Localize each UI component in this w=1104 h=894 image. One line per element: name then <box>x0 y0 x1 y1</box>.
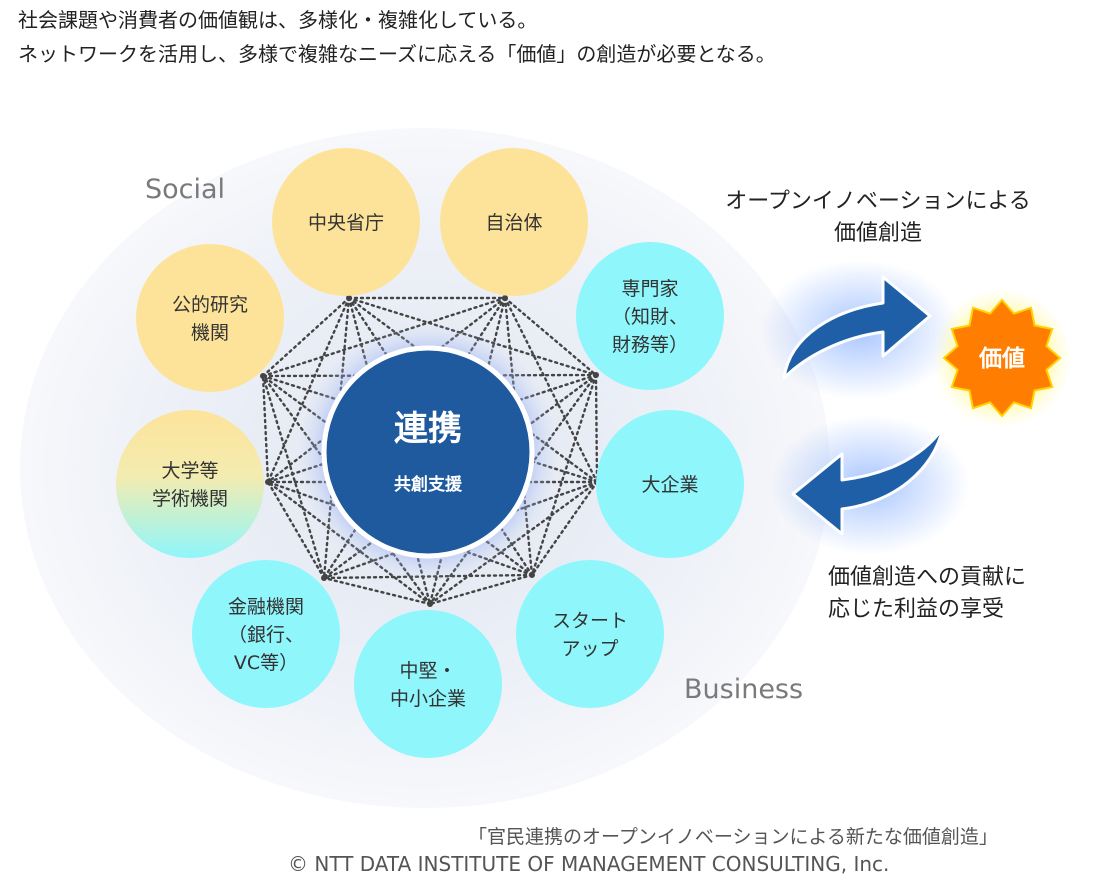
stakeholder-node-label: 学術機関 <box>152 488 228 510</box>
stakeholder-node-label: 公的研究 <box>172 294 248 316</box>
headline-line1: 社会課題や消費者の価値観は、多様化・複雑化している。 <box>18 8 538 32</box>
network-link <box>530 480 599 577</box>
stakeholder-node-circle <box>440 148 588 296</box>
network-vertex <box>346 295 352 301</box>
stakeholder-node-label: 中央省庁 <box>308 212 384 234</box>
top-arrow-label-line2: 価値創造 <box>834 221 922 246</box>
value-badge-star-icon <box>942 298 1062 418</box>
stakeholder-node-label: スタート <box>552 610 628 632</box>
network-link <box>594 373 599 484</box>
network-vertex <box>260 373 266 379</box>
stakeholder-nodes: 中央省庁自治体専門家（知財、財務等）大企業スタートアップ中堅・中小企業金融機関（… <box>116 148 744 758</box>
network-vertex <box>593 372 599 378</box>
stakeholder-node-circle <box>576 242 724 390</box>
network-link <box>261 296 351 378</box>
stakeholder-node-label: 財務等） <box>612 334 688 356</box>
stakeholder-node-label: 大学等 <box>161 460 218 482</box>
stakeholder-node: 金融機関 （銀行、 VC等） <box>192 560 340 708</box>
stakeholder-node-circle <box>192 560 340 708</box>
value-badge-label: 価値 <box>978 346 1025 372</box>
stakeholder-node-label: アップ <box>561 638 618 660</box>
social-label: Social <box>145 174 225 205</box>
business-label: Business <box>684 674 803 705</box>
top-arrow-icon <box>782 275 932 380</box>
network-link <box>530 373 598 577</box>
network-link <box>503 296 598 377</box>
network-link <box>266 480 326 580</box>
network-link <box>261 374 270 484</box>
network-vertex <box>321 575 327 581</box>
network-link <box>322 576 432 606</box>
bottom-arrow-label-line2: 応じた利益の享受 <box>828 597 1004 622</box>
stakeholder-node-label: （銀行、 <box>228 624 304 646</box>
stakeholder-node-circle <box>596 410 744 558</box>
stakeholder-node-circle <box>354 610 502 758</box>
stakeholder-node-label: （知財、 <box>612 306 688 328</box>
footer-copyright: © NTT DATA INSTITUTE OF MANAGEMENT CONSU… <box>288 852 890 876</box>
network-vertex <box>265 479 271 485</box>
footer-title: 「官民連携のオープンイノベーションによる新たな価値創造」 <box>468 826 998 848</box>
stakeholder-node-label: 自治体 <box>485 212 542 234</box>
network-vertex <box>427 601 433 607</box>
stakeholder-node-label: 大企業 <box>641 474 698 496</box>
stakeholder-node-circle <box>136 244 284 392</box>
bottom-arrow-icon <box>791 426 945 536</box>
top-arrow-label-line1: オープンイノベーションによる <box>725 189 1031 214</box>
stakeholder-node-label: 専門家 <box>621 278 678 300</box>
stakeholder-node-circle <box>516 560 664 708</box>
headline-line2: ネットワークを活用し、多様で複雑なニーズに応える「価値」の創造が必要となる。 <box>18 42 776 66</box>
stakeholder-node: 専門家 （知財、財務等） <box>576 242 724 390</box>
center-title: 連携 <box>394 409 462 449</box>
stakeholder-node: 中央省庁 <box>272 148 420 296</box>
stakeholder-node-label: 金融機関 <box>228 596 304 618</box>
network-link <box>347 296 598 377</box>
stakeholder-node-label: 中堅・ <box>399 660 456 682</box>
center-subtitle: 共創支援 <box>394 474 463 495</box>
network-link <box>261 374 326 580</box>
stakeholder-node-label: 中小企業 <box>390 688 466 710</box>
network-link <box>266 296 351 484</box>
network-vertex <box>529 572 535 578</box>
stakeholder-node: 大企業 <box>596 410 744 558</box>
stakeholder-node: 自治体 <box>440 148 588 296</box>
stakeholder-node: 中堅・中小企業 <box>354 610 502 758</box>
bottom-arrow-label-line1: 価値創造への貢献に <box>828 565 1026 590</box>
stakeholder-node-label: 機関 <box>191 322 229 344</box>
network-vertex <box>502 295 508 301</box>
stakeholder-node-circle <box>272 148 420 296</box>
network-link <box>261 373 598 378</box>
stakeholder-node-circle <box>116 410 264 558</box>
stakeholder-node-label: VC等） <box>234 652 298 674</box>
network-link <box>428 573 534 606</box>
center-circle <box>321 345 535 559</box>
